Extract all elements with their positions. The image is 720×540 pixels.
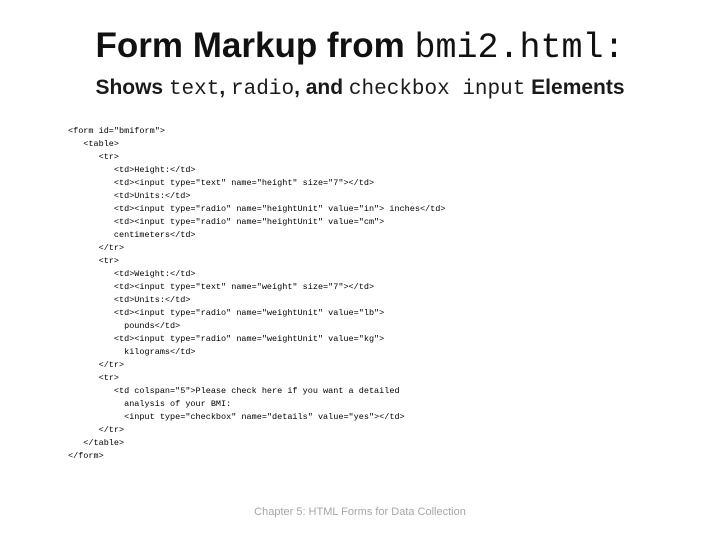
code-block: <form id="bmiform"> <table> <tr> <td>Hei… bbox=[68, 126, 446, 461]
subtitle-code-text: radio bbox=[231, 78, 295, 101]
subtitle-code-text: checkbox input bbox=[348, 78, 526, 101]
subtitle-text: , and bbox=[294, 76, 349, 99]
slide-subtitle: Shows text, radio, and checkbox input El… bbox=[0, 76, 720, 101]
slide-title: Form Markup from bmi2.html: bbox=[0, 26, 720, 68]
subtitle-text: , bbox=[219, 76, 232, 99]
title-text: Form Markup from bbox=[95, 26, 415, 65]
subtitle-text: Shows bbox=[95, 76, 169, 99]
subtitle-text: Elements bbox=[525, 76, 625, 99]
subtitle-code-text: text bbox=[168, 78, 220, 101]
title-code-filename: bmi2.html: bbox=[414, 28, 625, 68]
footer-text: Chapter 5: HTML Forms for Data Collectio… bbox=[254, 506, 466, 518]
